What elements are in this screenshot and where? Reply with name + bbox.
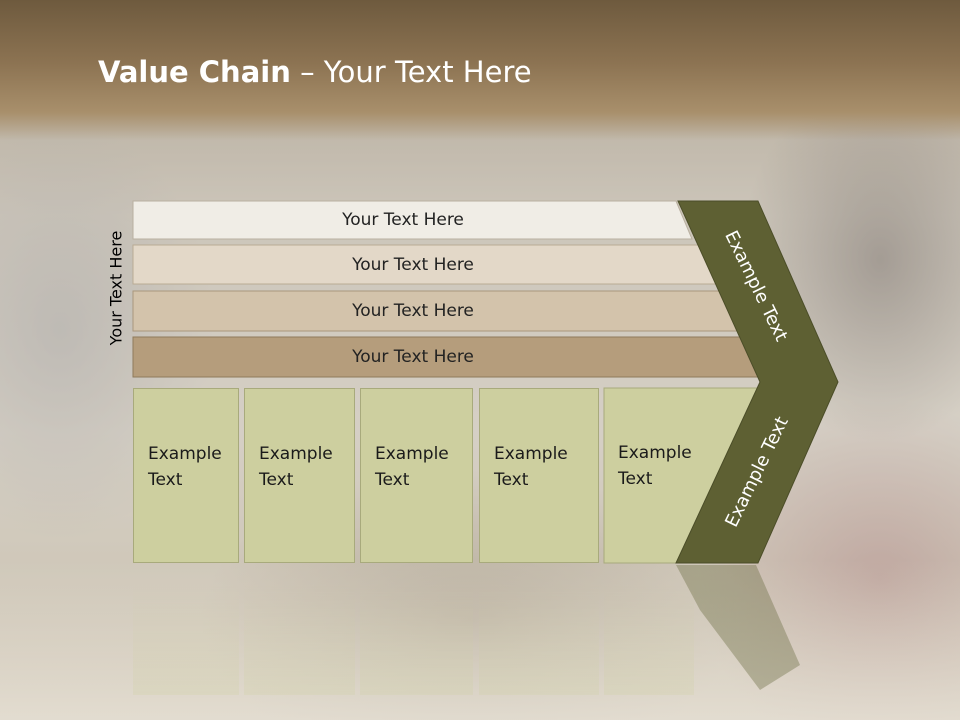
bar-3: Your Text Here [352, 301, 474, 321]
reflection-4 [479, 565, 599, 695]
bar-4: Your Text Here [352, 347, 474, 367]
title-band [0, 0, 960, 140]
reflection-3 [360, 565, 473, 695]
slide-title: Value Chain – Your Text Here [98, 55, 532, 89]
reflection-2 [244, 565, 355, 695]
bar-2: Your Text Here [352, 255, 474, 275]
bar-1: Your Text Here [342, 210, 464, 230]
reflection-1 [133, 565, 239, 695]
reflection-5 [604, 565, 694, 695]
bar-shape-1 [132, 200, 693, 240]
chevron-arrow [675, 200, 839, 564]
